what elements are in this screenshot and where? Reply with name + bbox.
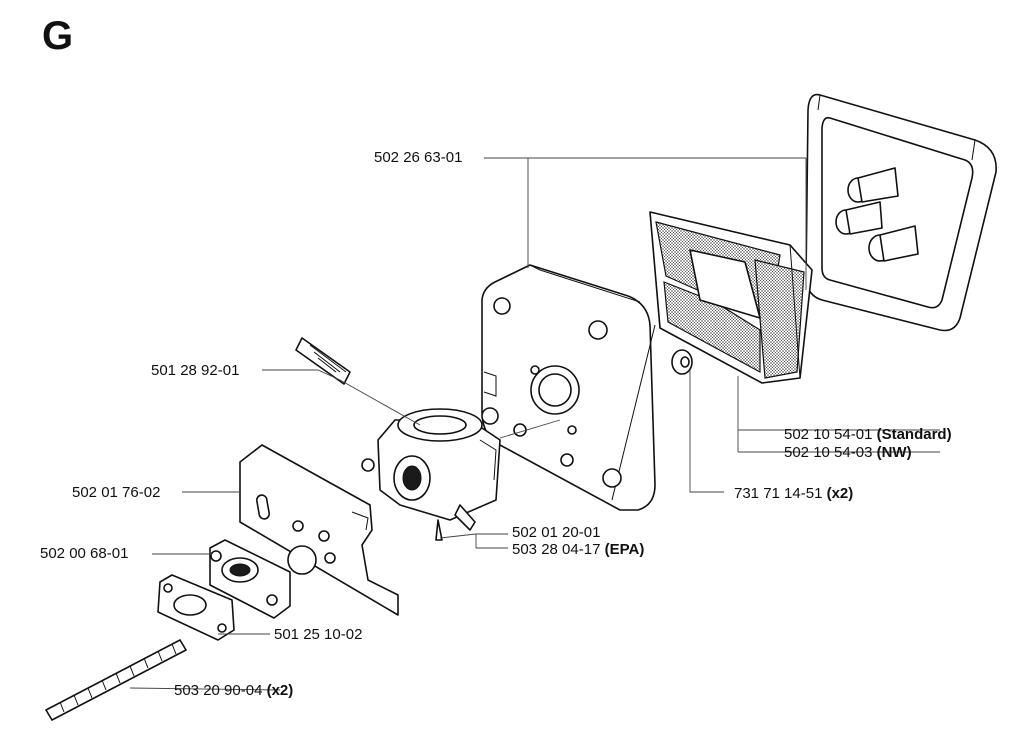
- intake-flange: [209, 539, 291, 619]
- label-clip: 501 28 92-01: [151, 362, 240, 379]
- washer: [671, 349, 693, 375]
- stud: [45, 639, 187, 721]
- label-cover: 502 26 63-01: [374, 149, 463, 166]
- label-carburetor-epa: 503 28 04-17 (EPA): [512, 541, 645, 558]
- label-gasket: 501 25 10-02: [274, 626, 363, 643]
- label-intake: 502 00 68-01: [40, 545, 129, 562]
- gasket: [157, 574, 235, 641]
- label-filter-nw: 502 10 54-03 (NW): [784, 444, 912, 461]
- heat-shield: [239, 444, 399, 616]
- label-heat-shield: 502 01 76-02: [72, 484, 161, 501]
- filter-cover: [481, 264, 656, 511]
- label-washer: 731 71 14-51 (x2): [734, 485, 854, 502]
- label-stud: 503 20 90-04 (x2): [174, 682, 294, 699]
- carburetor: [361, 408, 501, 541]
- label-carburetor: 502 01 20-01: [512, 524, 601, 541]
- leader-lines: [129, 157, 940, 691]
- clip: [295, 337, 351, 385]
- air-filter: [649, 211, 813, 384]
- section-letter: G: [42, 14, 74, 58]
- label-filter-standard: 502 10 54-01 (Standard): [784, 426, 952, 443]
- filter-housing: [805, 93, 997, 332]
